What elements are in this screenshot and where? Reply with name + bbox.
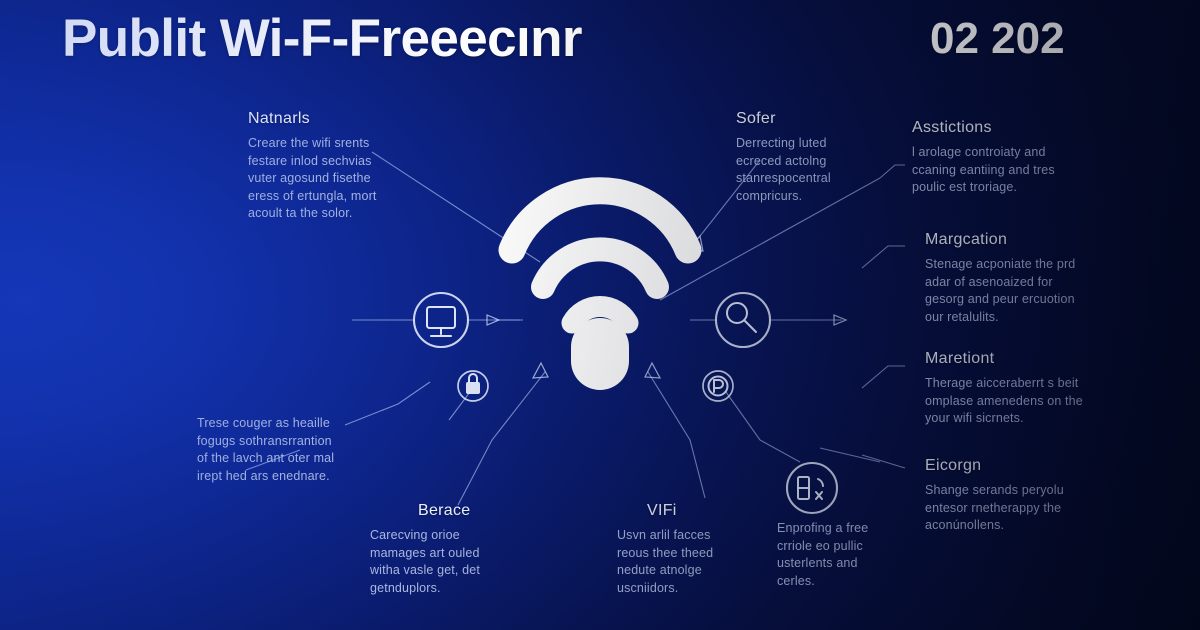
callout-maretiont: Maretiont Therage aicceraberrt s beit om… <box>925 350 1165 428</box>
callout-body: l arolage controiaty and ccaning eantiin… <box>912 145 1055 194</box>
callout-heading: Asstictions <box>912 119 992 136</box>
callout-body: Usvn arlil facces reous thee theed nedut… <box>617 528 714 595</box>
router-broadcast-icon <box>785 461 839 515</box>
callout-safer: Sofer Derrecting luted ecreced actolng s… <box>736 110 906 205</box>
callout-berace: Berace Carecving orioe mamages art ouled… <box>370 502 560 597</box>
callout-eicorgn: Eicorgn Shange serands peryolu entesor r… <box>925 457 1155 535</box>
callout-heading: VIFi <box>647 502 677 519</box>
wifi-signal-icon <box>498 177 702 390</box>
magnifier-icon <box>714 291 772 349</box>
padlock-icon <box>457 370 489 402</box>
callout-heading: Maretiont <box>925 350 995 367</box>
callout-heading: Natnarls <box>248 110 310 127</box>
page-title-suffix: 02 202 <box>930 14 1065 63</box>
callout-body: Enprofing a free crriole eo pullic uster… <box>777 521 869 588</box>
callout-bottom-right: Enprofing a free crriole eo pullic uster… <box>777 520 937 590</box>
callout-networks: Natnarls Creare the wifi srents festare … <box>248 110 458 223</box>
callout-asstictions: Asstictions l arolage controiaty and cca… <box>912 119 1142 197</box>
callout-body: Creare the wifi srents festare inlod sec… <box>248 136 377 220</box>
callout-heading: Eicorgn <box>925 457 982 474</box>
shield-icon <box>702 370 734 402</box>
monitor-icon <box>412 291 470 349</box>
callout-lower-left: Trese couger as heaille fogugs sothransr… <box>197 415 417 485</box>
callout-heading: Margcation <box>925 231 1008 248</box>
callout-heading: Berace <box>418 502 471 519</box>
callout-body: Carecving orioe mamages art ouled witha … <box>370 528 481 595</box>
callout-body: Derrecting luted ecreced actolng stanres… <box>736 136 831 203</box>
page-title: Publit Wi-F-Freeecınr <box>62 9 583 68</box>
callout-body: Shange serands peryolu entesor rnetherap… <box>925 483 1064 532</box>
callout-margcation: Margcation Stenage acponiate the prd ada… <box>925 231 1170 326</box>
callout-heading: Sofer <box>736 110 776 127</box>
callout-vifi: VIFi Usvn arlil facces reous thee theed … <box>617 502 787 597</box>
callout-body: Trese couger as heaille fogugs sothransr… <box>197 416 335 483</box>
title-row: Publit Wi-F-Freeecınr 02 202 <box>0 6 1200 76</box>
callout-body: Therage aicceraberrt s beit omplase amen… <box>925 376 1083 425</box>
callout-body: Stenage acponiate the prd adar of asenoa… <box>925 257 1076 324</box>
